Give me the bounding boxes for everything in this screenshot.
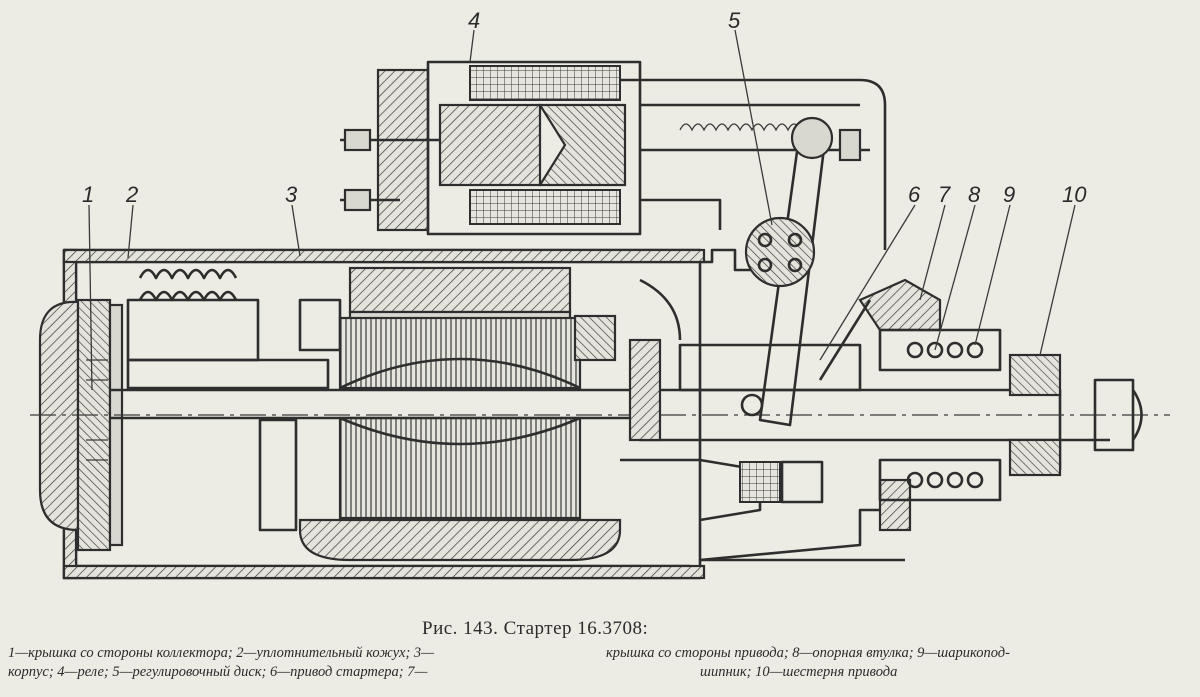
legend-line-2-right: шипник; 10—шестерня привода xyxy=(700,664,898,680)
ball-bearing xyxy=(878,328,1002,502)
drive-pinion xyxy=(1008,353,1143,477)
callout-6: 6 xyxy=(908,182,921,207)
legend-line-1-left: 1—крышка со стороны коллектора; 2—уплотн… xyxy=(8,645,435,661)
callout-2: 2 xyxy=(126,182,139,207)
callout-1: 1 xyxy=(82,182,95,207)
starter-cross-section-drawing xyxy=(30,29,1170,580)
collector-end-cap xyxy=(38,298,124,552)
drive-side-cover xyxy=(620,262,942,562)
solenoid-relay xyxy=(340,60,887,250)
callout-9: 9 xyxy=(1003,182,1016,207)
callout-5: 5 xyxy=(728,8,741,33)
callout-8: 8 xyxy=(968,182,981,207)
callout-7: 7 xyxy=(938,182,951,207)
armature-shaft xyxy=(30,388,1170,470)
figure-caption-title: Рис. 143. Стартер 16.3708: xyxy=(422,618,649,639)
callout-10: 10 xyxy=(1062,182,1087,207)
brush-holder xyxy=(126,268,342,532)
legend-line-2-left: корпус; 4—реле; 5—регулировочный диск; 6… xyxy=(8,664,428,680)
drive-lever xyxy=(740,116,834,427)
starter-drive xyxy=(678,299,872,504)
leader-lines xyxy=(88,29,1076,391)
callout-3: 3 xyxy=(285,182,298,207)
callout-4: 4 xyxy=(468,8,481,33)
armature xyxy=(338,314,617,520)
stator-poles xyxy=(298,266,622,562)
legend-line-1-right: крышка со стороны привода; 8—опорная вту… xyxy=(606,645,1010,661)
